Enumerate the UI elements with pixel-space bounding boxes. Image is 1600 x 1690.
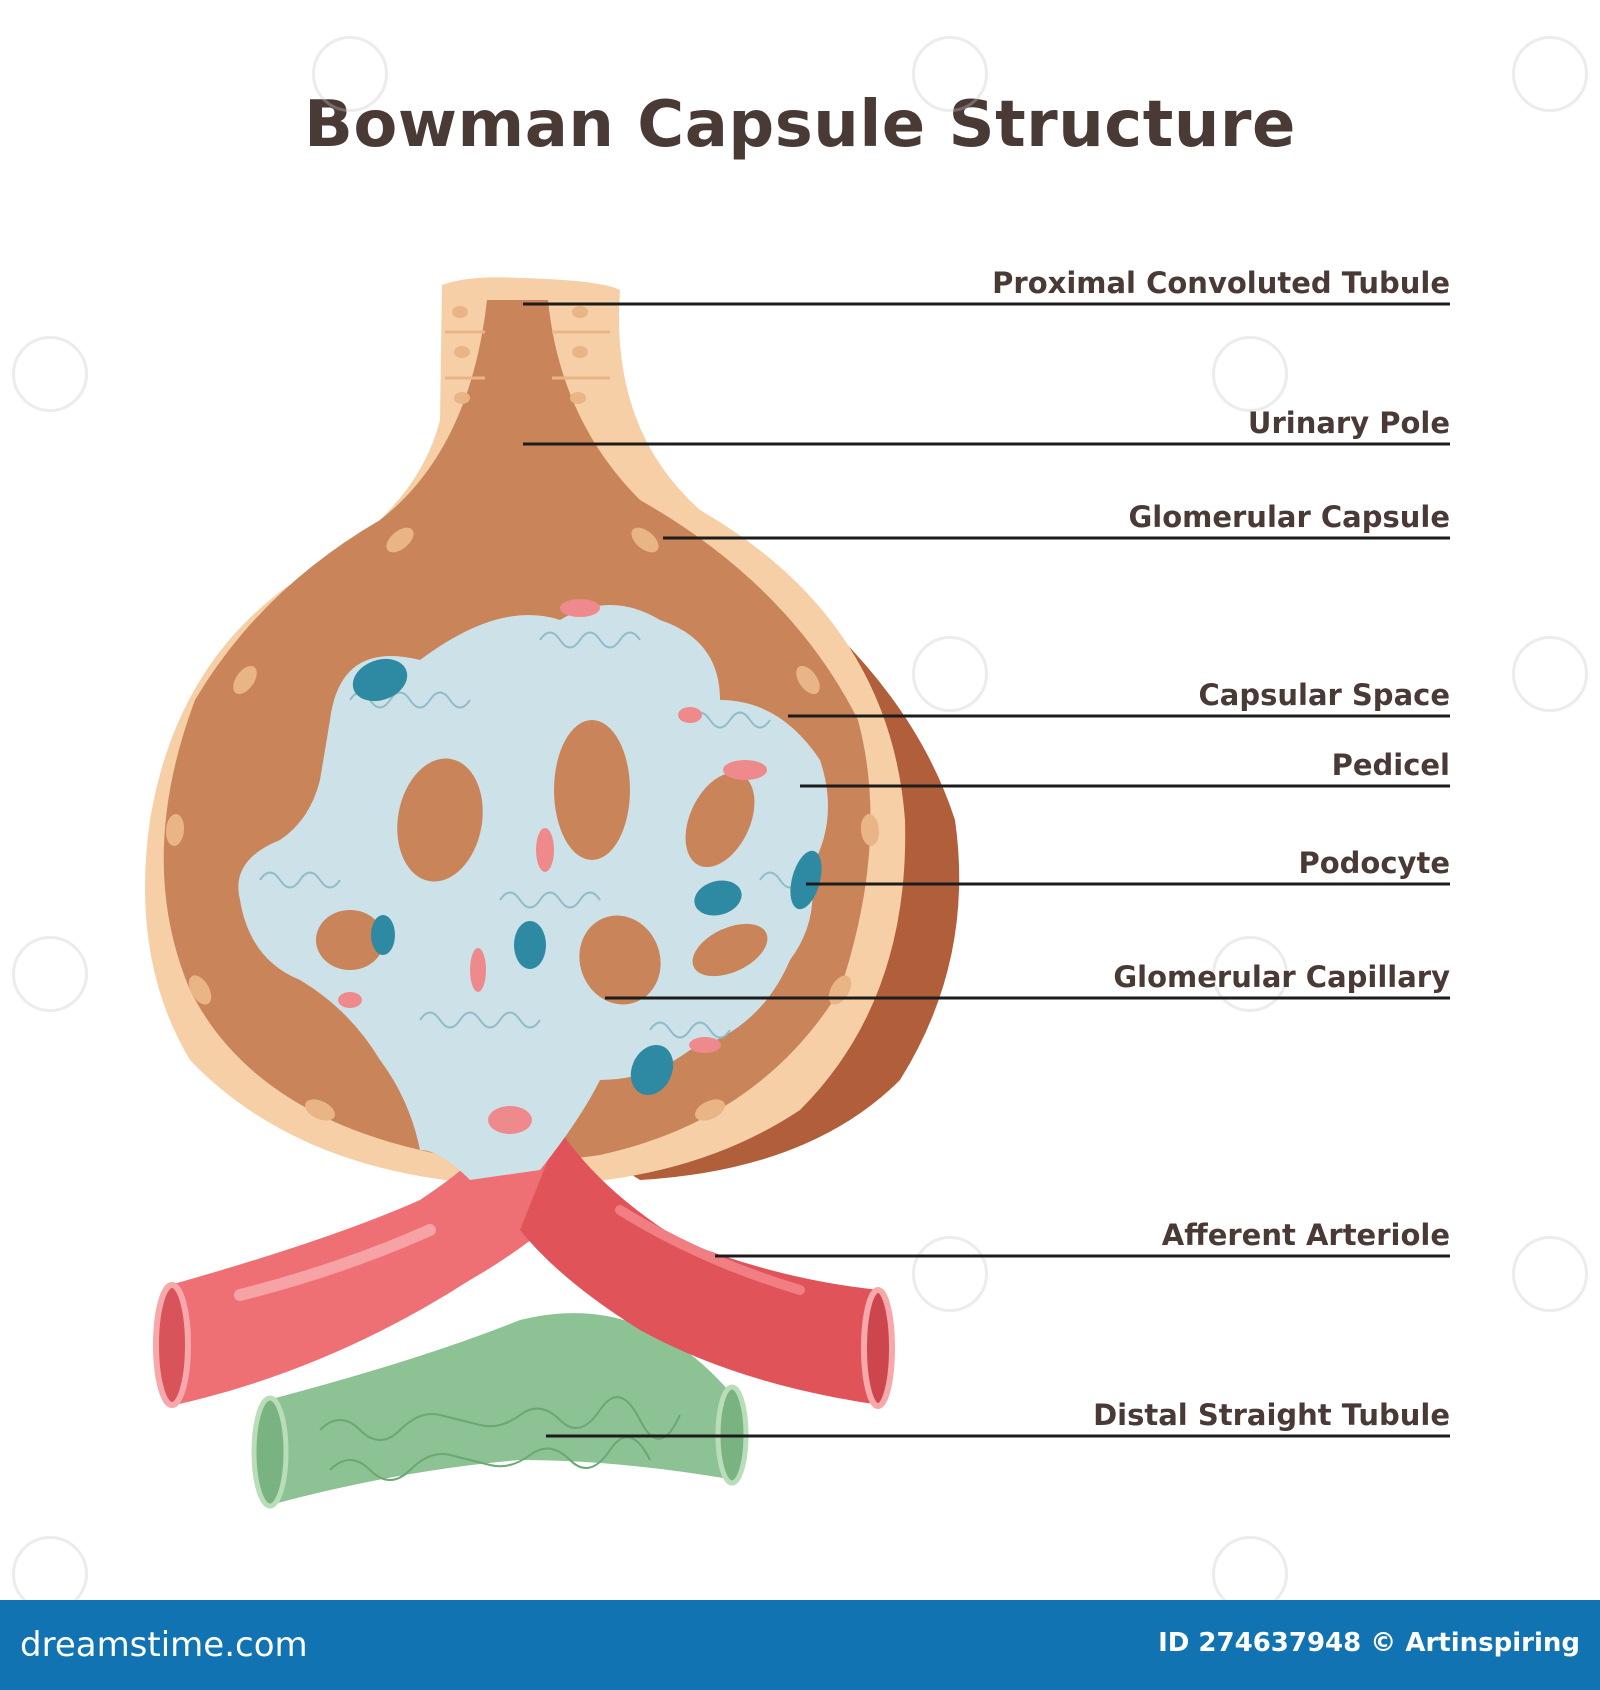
label-distal-straight-tubule: Distal Straight Tubule [1093, 1398, 1450, 1432]
watermark-icon [912, 636, 988, 712]
bowman-capsule-illustration [145, 277, 1450, 1509]
page-title: Bowman Capsule Structure [304, 88, 1296, 162]
label-afferent-arteriole: Afferent Arteriole [1161, 1218, 1450, 1252]
label-podocyte: Podocyte [1298, 846, 1451, 880]
label-urinary-pole: Urinary Pole [1247, 406, 1450, 440]
watermark-icon [1512, 36, 1588, 112]
watermark-icon [12, 936, 88, 1012]
watermark-icon [312, 36, 388, 112]
distal-straight-tubule-shape [251, 1313, 749, 1509]
afferent-arteriole-shape [153, 1130, 895, 1409]
watermark-icon [1512, 1236, 1588, 1312]
watermark-icon [1512, 636, 1588, 712]
watermark-icon [912, 36, 988, 112]
label-glomerular-capillary: Glomerular Capillary [1113, 960, 1450, 994]
footer-brand[interactable]: dreamstime.com [20, 1625, 308, 1665]
label-capsular-space: Capsular Space [1198, 678, 1451, 712]
label-pedicel: Pedicel [1331, 748, 1450, 782]
watermark-icon [1212, 336, 1288, 412]
watermark-icon [12, 336, 88, 412]
watermark-icon [912, 1236, 988, 1312]
watermark-icon [1212, 936, 1288, 1012]
label-glomerular-capsule: Glomerular Capsule [1128, 500, 1450, 534]
glomerular-capillary-tuft [238, 599, 829, 1180]
label-proximal-convoluted-tubule: Proximal Convoluted Tubule [992, 266, 1450, 300]
footer-bar: dreamstime.com ID 274637948 © Artinspiri… [0, 1600, 1600, 1690]
footer-image-id: ID 274637948 © Artinspiring [1158, 1628, 1580, 1658]
